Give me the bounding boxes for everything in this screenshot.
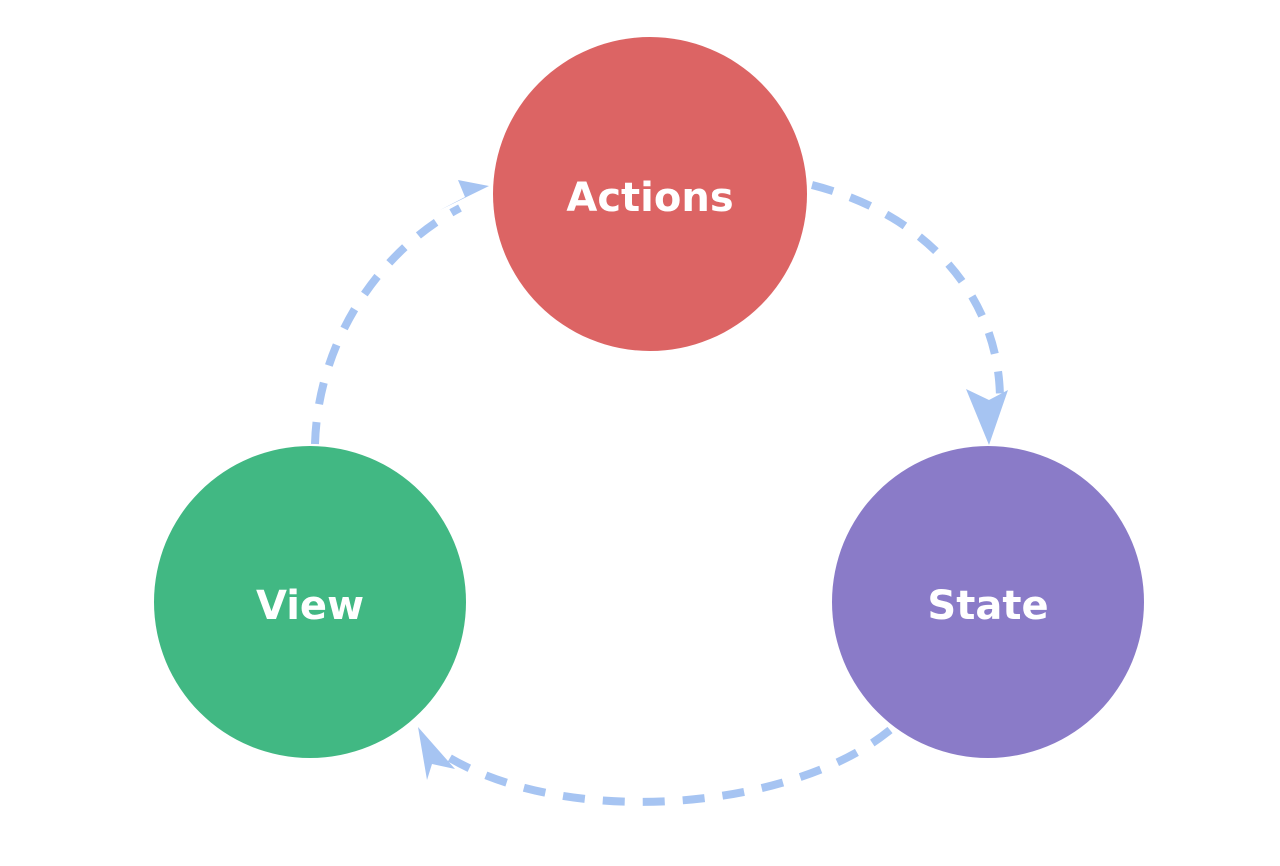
- arrow-icon-to-actions: [440, 180, 489, 210]
- arrow-icon-to-state: [966, 389, 1008, 445]
- node-actions[interactable]: Actions: [493, 37, 807, 351]
- node-actions-circle[interactable]: [493, 37, 807, 351]
- node-view-label: View: [256, 583, 364, 629]
- edge-state-to-view: [437, 726, 893, 806]
- edge-view-to-actions: [311, 204, 462, 445]
- node-state-label: State: [927, 583, 1048, 629]
- node-state-circle[interactable]: [832, 446, 1144, 758]
- edge-actions-to-state: [811, 181, 1004, 401]
- node-view-circle[interactable]: [154, 446, 466, 758]
- node-actions-label: Actions: [566, 175, 733, 221]
- node-view[interactable]: View: [154, 446, 466, 758]
- node-state[interactable]: State: [832, 446, 1144, 758]
- arrow-icon-to-view: [418, 727, 455, 780]
